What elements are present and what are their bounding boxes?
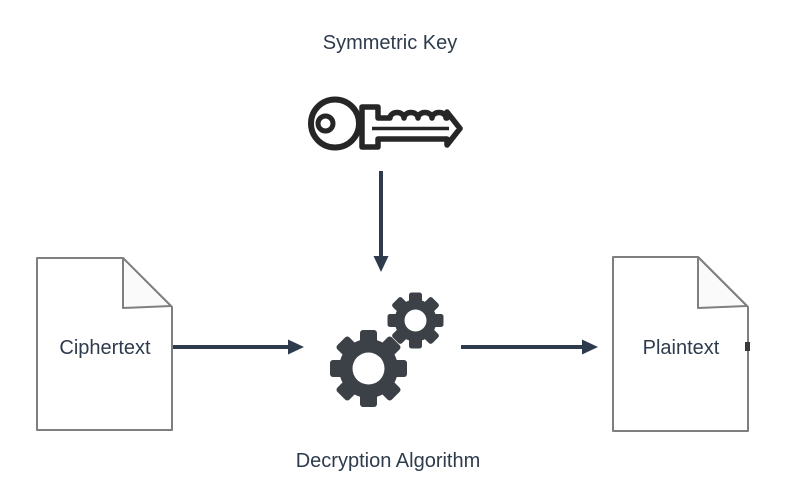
ciphertext-to-algorithm-arrow xyxy=(173,339,304,355)
key-icon xyxy=(308,96,463,151)
ciphertext-label: Ciphertext xyxy=(59,337,151,359)
decryption-algorithm-label: Decryption Algorithm xyxy=(295,450,481,472)
large-gear xyxy=(330,330,407,407)
plaintext-label: Plaintext xyxy=(642,337,720,359)
small-gear-hole xyxy=(404,309,427,332)
ciphertext-document xyxy=(36,257,173,431)
key-ring-hole xyxy=(315,113,336,134)
small-gear xyxy=(387,292,444,349)
ciphertext-to-algorithm-arrowhead xyxy=(288,339,304,355)
connector-stub xyxy=(745,342,750,351)
symmetric-key-label: Symmetric Key xyxy=(322,32,458,54)
large-gear-hole xyxy=(352,352,385,385)
key-to-algorithm-arrowhead xyxy=(373,256,389,272)
gears-icon xyxy=(330,292,444,407)
algorithm-to-plaintext-arrowhead xyxy=(582,339,598,355)
key-to-algorithm-arrow xyxy=(373,171,389,272)
algorithm-to-plaintext-arrow xyxy=(461,339,598,355)
plaintext-document-folded-corner xyxy=(697,256,748,309)
ciphertext-document-folded-corner xyxy=(122,257,172,309)
plaintext-document xyxy=(612,256,750,432)
